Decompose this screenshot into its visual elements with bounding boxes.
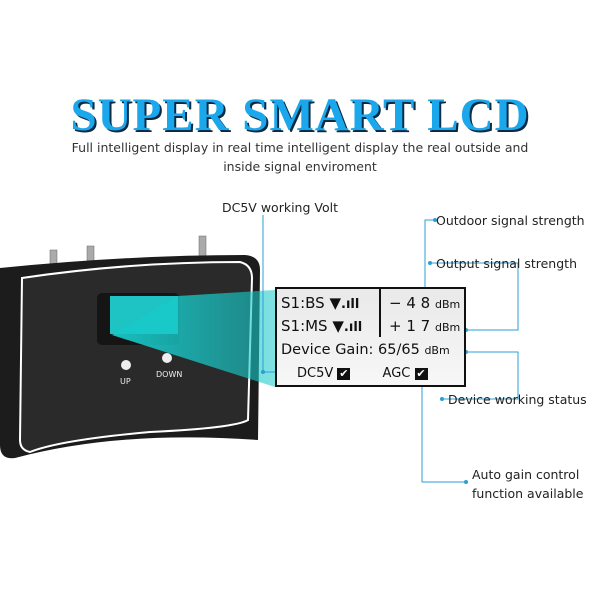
down-label: DOWN <box>156 370 182 379</box>
agc-check-icon: ✔ <box>414 366 428 380</box>
callout-device-status: Device working status <box>448 392 587 407</box>
dc5v-check-icon: ✔ <box>337 366 351 380</box>
dc5v-label: DC5V <box>297 366 334 381</box>
outdoor-signal-unit: dBm <box>434 298 461 311</box>
callout-agc-line1: Auto gain control <box>472 467 580 482</box>
callout-outdoor-signal: Outdoor signal strength <box>436 213 585 228</box>
callout-agc-line2: function available <box>472 486 584 501</box>
outdoor-signal-value: − 4 8 <box>389 294 431 312</box>
subtitle-line-2: inside signal enviroment <box>223 159 377 174</box>
callout-output-signal: Output signal strength <box>436 256 577 271</box>
up-button <box>121 360 131 370</box>
lcd-divider <box>379 289 381 337</box>
device-gain-label: Device Gain: <box>281 342 374 358</box>
page-title: SUPER SMART LCD <box>70 89 530 141</box>
lcd-row2-label: S1:MS <box>281 317 328 335</box>
agc-label: AGC <box>382 366 411 381</box>
device-gain-unit: dBm <box>424 344 450 357</box>
signal-bars-icon: .ıll <box>341 297 360 312</box>
antenna-icon: ▼ <box>329 294 341 312</box>
subtitle-line-1: Full intelligent display in real time in… <box>71 140 529 155</box>
output-signal-value: + 1 7 <box>389 317 431 335</box>
lcd-row1-label: S1:BS <box>281 294 325 312</box>
down-button <box>162 353 172 363</box>
output-signal-unit: dBm <box>434 321 461 334</box>
display-beam <box>112 290 275 387</box>
lcd-display: S1:BS ▼.ıll − 4 8 dBm S1:MS ▼.ıll + 1 7 … <box>275 287 466 387</box>
device-gain-value: 65/65 <box>378 342 420 358</box>
antenna-icon: ▼ <box>332 317 344 335</box>
up-label: UP <box>120 377 131 386</box>
callout-dc5v: DC5V working Volt <box>222 200 338 215</box>
signal-bars-icon: .ıll <box>343 320 363 335</box>
